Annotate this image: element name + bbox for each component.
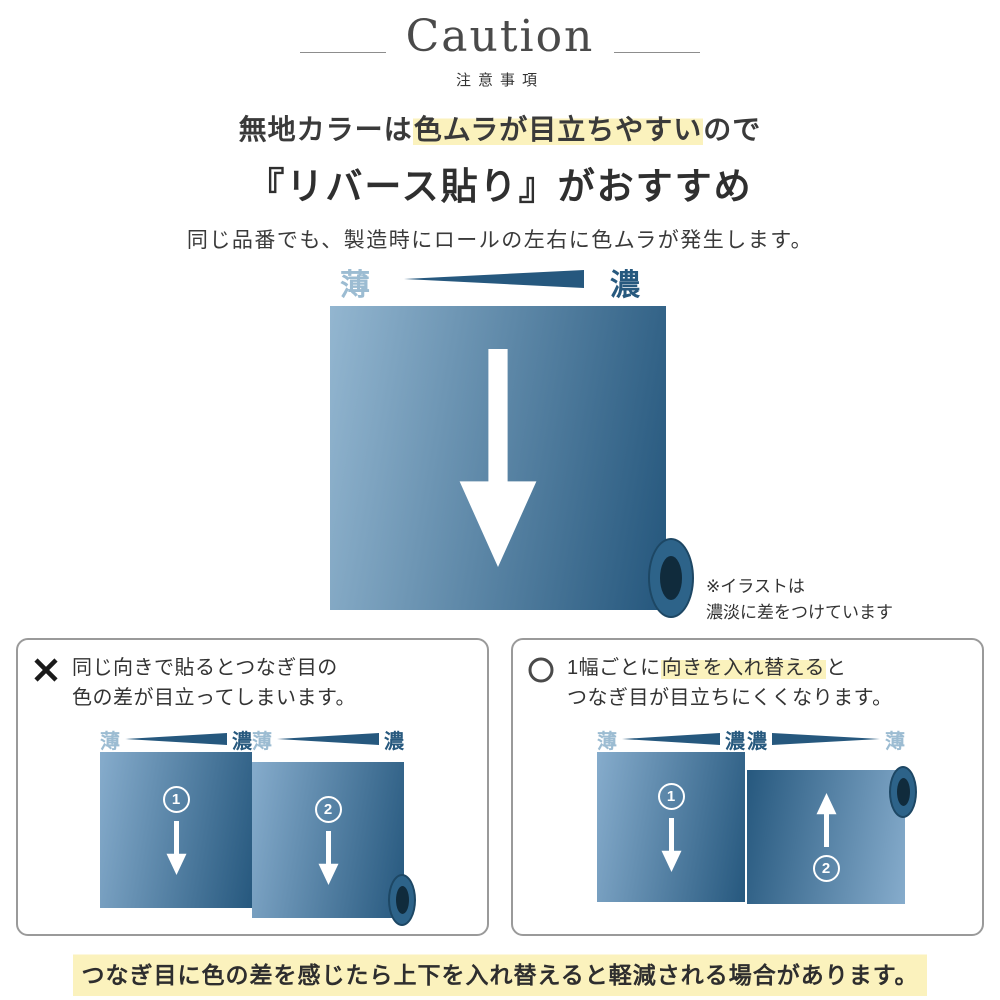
label-light: 薄 (885, 730, 905, 753)
bad-example-box: 同じ向きで貼るとつなぎ目の 色の差が目立ってしまいます。 薄 濃 1 薄 (16, 638, 489, 937)
intro-recommendation: 『リバース貼り』がおすすめ (247, 166, 753, 208)
intro-line1-highlight: 色ムラが目立ちやすい (412, 114, 704, 146)
step-number: 1 (657, 782, 685, 810)
label-light: 薄 (597, 730, 617, 753)
left-rule-line (299, 52, 386, 54)
note-line2: 濃淡に差をつけています (706, 602, 893, 622)
footer-text: つなぎ目に色の差を感じたら上下を入れ替えると軽減される場合があります。 (73, 950, 927, 997)
down-arrow-icon (166, 820, 186, 875)
up-arrow-icon (816, 792, 836, 847)
bad-panel-2: 薄 濃 2 (252, 726, 416, 927)
bad-panel-2-labels: 薄 濃 (252, 726, 404, 753)
good-text-line1-pre: 1幅ごとに (567, 657, 661, 680)
main-label-light: 薄 (340, 269, 370, 303)
gradient-wedge-icon (772, 733, 880, 746)
good-text-line1-post: と (826, 657, 847, 680)
page-title: Caution (405, 11, 595, 62)
gradient-wedge-icon (404, 270, 584, 289)
main-label-dark: 濃 (610, 269, 640, 303)
good-example-box: 1幅ごとに向きを入れ替えると つなぎ目が目立ちにくくなります。 薄 濃 1 (511, 638, 984, 937)
gradient-wedge-icon (622, 733, 720, 746)
good-panel-2: 濃 薄 2 (747, 726, 917, 905)
good-panel-1-labels: 薄 濃 (597, 726, 745, 753)
bad-text-line1: 同じ向きで貼るとつなぎ目の (72, 657, 338, 680)
caution-header: Caution 注意事項 (0, 0, 1000, 90)
gradient-wedge-icon (277, 733, 379, 746)
bad-box-text: 同じ向きで貼るとつなぎ目の 色の差が目立ってしまいます。 (72, 653, 356, 713)
good-text-line1-highlight: 向きを入れ替える (660, 657, 827, 680)
comparison-boxes: 同じ向きで貼るとつなぎ目の 色の差が目立ってしまいます。 薄 濃 1 薄 (16, 638, 984, 937)
good-text-line2: つなぎ目が目立ちにくくなります。 (567, 687, 893, 710)
footer-note: つなぎ目に色の差を感じたら上下を入れ替えると軽減される場合があります。 (0, 950, 1000, 997)
down-arrow-icon (661, 817, 681, 872)
good-box-header: 1幅ごとに向きを入れ替えると つなぎ目が目立ちにくくなります。 (527, 653, 968, 713)
x-mark-icon (34, 658, 58, 682)
label-dark: 濃 (747, 730, 767, 753)
label-light: 薄 (252, 730, 272, 753)
page-subtitle: 注意事項 (455, 72, 544, 90)
intro-line1-post: ので (703, 114, 762, 146)
circle-mark-icon (528, 657, 554, 683)
illustration-note: ※イラストは 濃淡に差をつけています (706, 574, 893, 625)
caution-title-row: Caution (0, 11, 1000, 62)
step-number: 2 (812, 854, 840, 882)
note-line1: ※イラストは (706, 577, 805, 597)
wallpaper-sheet (330, 306, 694, 619)
roll-core-icon (395, 886, 409, 915)
label-light: 薄 (100, 730, 120, 753)
wallpaper-roll-icon (889, 766, 917, 819)
bad-panel-2-sheet: 2 (252, 762, 416, 927)
step-number: 1 (162, 785, 190, 813)
intro-line1: 無地カラーは色ムラが目立ちやすいので (0, 108, 1000, 148)
down-arrow-icon (459, 349, 537, 568)
wallpaper-roll-icon (648, 538, 694, 619)
label-dark: 濃 (725, 730, 745, 753)
step-number: 2 (314, 795, 342, 823)
intro-explanation: 同じ品番でも、製造時にロールの左右に色ムラが発生します。 (186, 229, 814, 253)
right-rule-line (614, 52, 701, 54)
roll-core-icon (660, 556, 682, 601)
wallpaper-roll-icon (388, 874, 416, 927)
intro-line1-pre: 無地カラーは (238, 114, 413, 146)
bad-box-header: 同じ向きで貼るとつなぎ目の 色の差が目立ってしまいます。 (32, 653, 473, 713)
good-panel-2-sheet: 2 (747, 766, 917, 905)
gradient-wedge-icon (125, 733, 227, 746)
good-panel-1: 薄 濃 1 (597, 726, 745, 903)
good-box-text: 1幅ごとに向きを入れ替えると つなぎ目が目立ちにくくなります。 (567, 653, 893, 713)
bad-text-line2: 色の差が目立ってしまいます。 (72, 687, 356, 710)
intro-section: 無地カラーは色ムラが目立ちやすいので 『リバース貼り』がおすすめ 同じ品番でも、… (0, 108, 1000, 254)
label-dark: 濃 (384, 730, 404, 753)
roll-core-icon (896, 778, 910, 807)
bad-panel-1-labels: 薄 濃 (100, 726, 252, 753)
label-dark: 濃 (232, 730, 252, 753)
bad-panel-1-sheet: 1 (100, 752, 252, 909)
down-arrow-icon (318, 830, 338, 885)
main-roll-diagram: 薄 濃 ※イラストは 濃淡に差をつけています (0, 260, 1000, 626)
good-panel-2-labels: 濃 薄 (747, 726, 905, 753)
bad-panel-1: 薄 濃 1 (100, 726, 252, 909)
good-panel-1-sheet: 1 (597, 752, 745, 903)
